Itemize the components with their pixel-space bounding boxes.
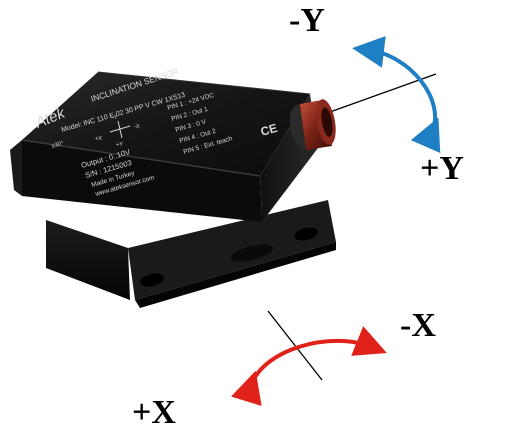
sensor-base xyxy=(46,200,336,308)
pos-y-label: +Y xyxy=(420,150,464,187)
cross-x-pos: +X xyxy=(95,136,102,142)
cross-y-neg: -Y xyxy=(112,115,118,121)
x-rotation-arrow xyxy=(231,326,387,406)
m12-connector xyxy=(289,99,336,150)
neg-x-label: -X xyxy=(400,307,436,344)
range-label: ±30° xyxy=(51,141,65,150)
pos-x-label: +X xyxy=(132,394,176,431)
cross-y-pos: +Y xyxy=(116,142,123,148)
neg-y-label: -Y xyxy=(289,2,325,39)
cross-x-neg: -X xyxy=(134,124,140,130)
axis-cross-icon xyxy=(109,120,131,139)
y-rotation-arrow xyxy=(352,36,441,154)
x-axis-line xyxy=(267,310,323,381)
ce-mark: CE xyxy=(259,121,279,139)
